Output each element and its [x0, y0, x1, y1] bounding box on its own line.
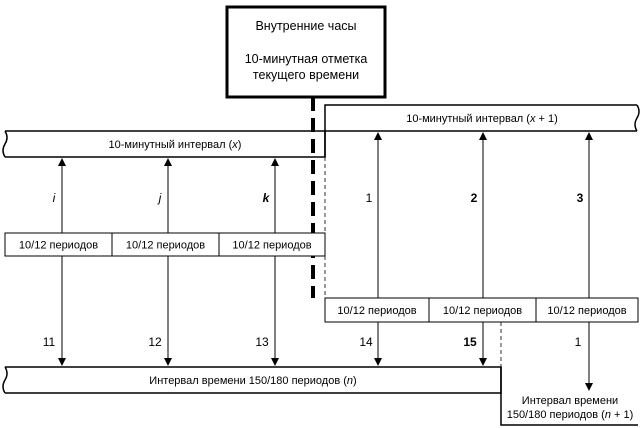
clock-mark-line2: текущего времени	[253, 68, 359, 82]
interval-150-next-line1: Интервал времени	[522, 395, 618, 407]
interval-150-next-line2: 150/180 периодов (n + 1)	[507, 409, 634, 421]
label-right-1: 1	[366, 191, 373, 205]
interval-current-band-left-edge	[2, 130, 8, 158]
clock-mark-line1: 10-минутная отметка	[245, 52, 368, 66]
label-k: k	[263, 191, 271, 205]
period-box-left-3	[218, 232, 326, 257]
label-12: 12	[148, 335, 162, 349]
label-13: 13	[255, 335, 269, 349]
period-box-right-1-label: 10/12 периодов	[337, 305, 416, 317]
interval-next-band	[324, 104, 637, 157]
interval-150-current-left-edge	[2, 366, 8, 394]
internal-clock-box	[225, 5, 387, 99]
period-box-right-3-label: 10/12 периодов	[547, 305, 626, 317]
period-box-left-2-label: 10/12 периодов	[126, 240, 205, 252]
interval-current-label: 10-минутный интервал (x)	[109, 139, 242, 151]
label-right-2: 2	[471, 191, 478, 205]
interval-150-current-label: Интервал времени 150/180 периодов (n)	[149, 375, 356, 387]
label-j: j	[157, 191, 162, 205]
period-box-left-1-label: 10/12 периодов	[19, 240, 98, 252]
label-1-lower: 1	[575, 335, 582, 349]
interval-next-band-right-edge	[634, 104, 640, 132]
label-right-3: 3	[577, 191, 584, 205]
interval-next-label: 10-минутный интервал (x + 1)	[406, 113, 558, 125]
period-box-right-3	[535, 297, 639, 323]
label-i: i	[53, 191, 56, 205]
interval-150-next-band	[500, 367, 638, 426]
period-box-left-3-label: 10/12 периодов	[232, 240, 311, 252]
label-14: 14	[359, 335, 373, 349]
clock-title: Внутренние часы	[255, 19, 356, 33]
period-box-right-2-label: 10/12 периодов	[443, 305, 522, 317]
label-15: 15	[463, 335, 477, 349]
label-11: 11	[43, 335, 56, 349]
